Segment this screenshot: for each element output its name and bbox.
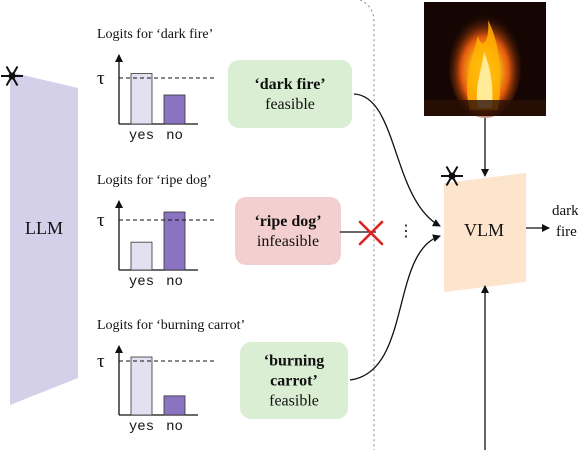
vlm-label: VLM [464,220,504,240]
no-bar [163,395,186,416]
no-tick-label: no [166,419,183,435]
llm-label: LLM [25,218,63,238]
tau-label: τ [97,351,105,372]
vlm-output-line-2: fire [556,224,577,240]
infeasible-box [235,197,341,265]
no-bar [163,211,186,271]
no-tick-label: no [166,128,183,144]
llm-trapezoid [10,72,78,405]
tau-label: τ [97,68,105,89]
status-label: infeasible [257,233,319,250]
snowflake-icon [441,165,463,187]
vlm-output-line-1: dark [552,203,578,219]
yes-tick-label: yes [129,419,154,435]
yes-bar [130,241,153,271]
yes-bar [130,356,153,416]
tau-label: τ [97,210,105,231]
vlm-block: VLM [441,165,526,292]
yes-bar [130,73,153,125]
llm-block: LLM [1,65,78,405]
no-tick-label: no [166,274,183,290]
concept-label: ‘burning [264,353,324,370]
section-divider [359,0,375,450]
status-label: feasible [269,393,319,410]
cross-icon [358,220,384,246]
yes-tick-label: yes [129,274,154,290]
concept-label: ‘ripe dog’ [254,213,321,230]
no-bar [163,94,186,125]
vlm-trapezoid [444,173,526,292]
panel-title: Logits for ‘ripe dog’ [97,173,212,188]
feasible-box [228,60,352,128]
snowflake-icon [1,65,23,87]
concept-label: ‘dark fire’ [254,76,325,93]
ellipsis: ⋮ [398,223,414,240]
concept-label: carrot’ [270,373,318,390]
fire-image [424,2,546,118]
yes-tick-label: yes [129,128,154,144]
connector-dark-fire [353,93,441,227]
status-label: feasible [265,96,315,113]
panel-title: Logits for ‘dark fire’ [97,27,213,42]
connector-burning-carrot [349,234,441,381]
panel-title: Logits for ‘burning carrot’ [97,318,245,333]
feasible-box [240,342,348,419]
